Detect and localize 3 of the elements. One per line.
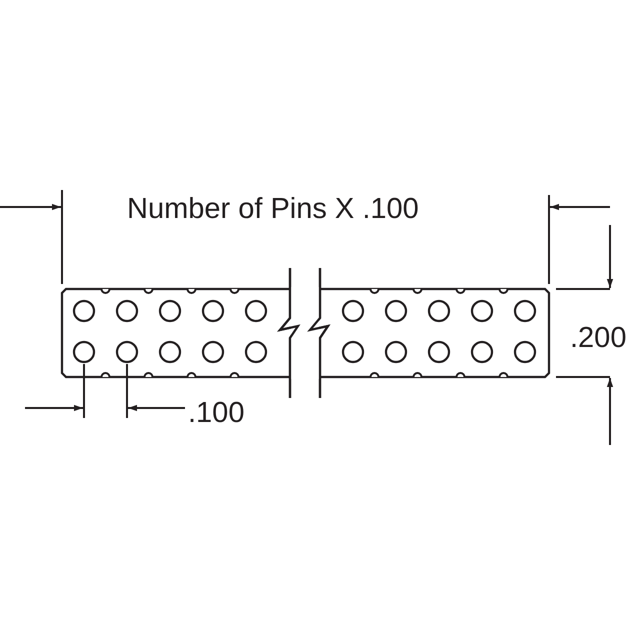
- dimension-label: .100: [188, 396, 244, 430]
- dimension-label: Number of Pins X .100: [127, 192, 419, 226]
- dimension-label: .200: [570, 321, 626, 355]
